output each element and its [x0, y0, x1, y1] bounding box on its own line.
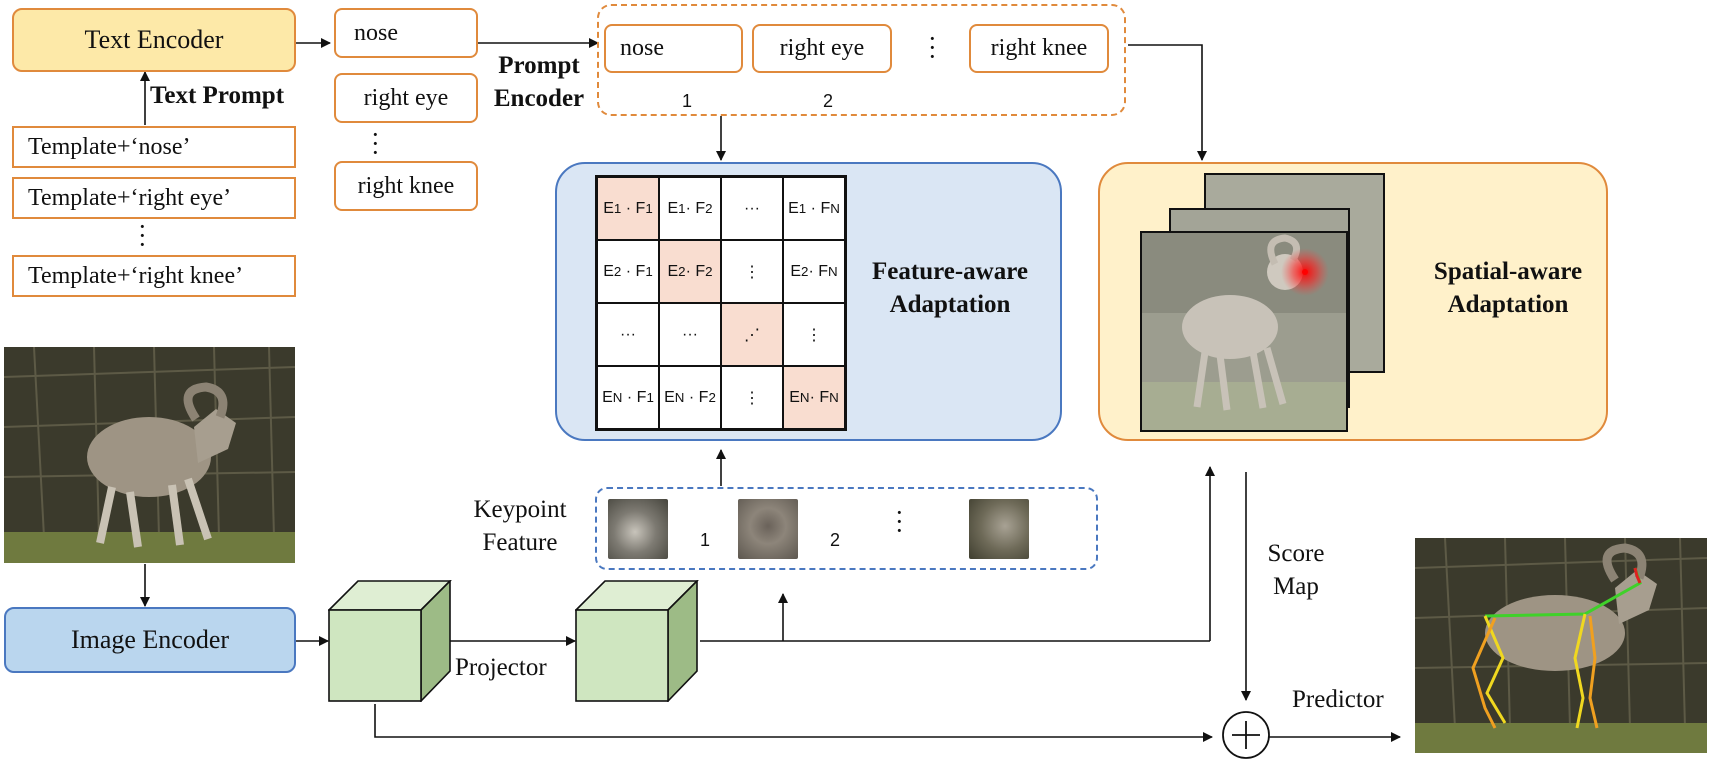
keypoint-feature-container	[595, 487, 1098, 570]
prompt-token-right-eye: right eye	[752, 24, 892, 73]
keypoint-index-2: 2	[830, 530, 841, 550]
keypoint-patch-3	[969, 499, 1029, 559]
keypoint-name-nose: nose	[334, 8, 478, 58]
keypoint-feature-label: Keypoint Feature	[460, 494, 580, 559]
matrix-cell: ⋰	[721, 303, 783, 366]
prompt-encoder-label: Prompt Encoder	[484, 50, 594, 115]
prompt-encoder-line1: Prompt	[498, 52, 580, 79]
score-map-label: Score Map	[1256, 538, 1336, 603]
prompt-tokens-container	[597, 4, 1126, 116]
score-map-line2: Map	[1273, 572, 1319, 600]
feature-cube-2	[575, 580, 699, 702]
template-right-eye: Template+‘right eye’	[12, 177, 296, 219]
prompt-index-2: 2	[823, 91, 834, 111]
spatial-aware-label: Spatial-aware Adaptation	[1408, 256, 1608, 321]
matrix-cell: ···	[659, 303, 721, 366]
feature-aware-line1: Feature-aware	[872, 258, 1028, 285]
keypoint-index-1: 1	[700, 530, 711, 550]
matrix-cell: ···	[597, 303, 659, 366]
keypoint-name-ellipsis: ···	[371, 120, 380, 168]
keypoint-name-right-knee: right knee	[334, 161, 478, 211]
keypoint-feature-ellipsis: ···	[895, 498, 904, 546]
score-map-stack	[1140, 173, 1385, 432]
spatial-aware-line1: Spatial-aware	[1433, 258, 1583, 285]
matrix-cell: ⋮	[783, 303, 845, 366]
keypoint-feature-line1: Keypoint	[473, 496, 567, 523]
text-encoder-label: Text Encoder	[84, 25, 224, 54]
matrix-cell: ⋮	[721, 366, 783, 429]
keypoint-patch-2	[738, 499, 798, 559]
template-ellipsis: ···	[138, 212, 147, 260]
keypoint-feature-line2: Feature	[482, 528, 558, 556]
prompt-token-right-knee: right knee	[969, 24, 1109, 73]
output-image	[1415, 538, 1707, 753]
keypoint-patch-1	[608, 499, 668, 559]
predictor-label: Predictor	[1292, 686, 1384, 713]
image-encoder-label: Image Encoder	[70, 625, 230, 654]
feature-cube-1	[328, 580, 452, 702]
sum-operator-icon	[1222, 711, 1270, 759]
matrix-cell: ⋮	[721, 240, 783, 303]
matrix-cell: ···	[721, 177, 783, 240]
keypoint-name-right-eye: right eye	[334, 73, 478, 123]
prompt-token-nose: nose	[604, 24, 743, 73]
image-encoder-box: Image Encoder	[4, 607, 296, 673]
prompt-token-ellipsis: ···	[928, 24, 937, 72]
feature-aware-line2: Adaptation	[889, 290, 1011, 318]
input-image	[4, 347, 295, 563]
score-map-line1: Score	[1267, 540, 1325, 567]
text-prompt-label: Text Prompt	[150, 82, 285, 109]
prompt-index-1: 1	[682, 91, 693, 111]
feature-aware-label: Feature-aware Adaptation	[850, 256, 1050, 321]
prompt-encoder-line2: Encoder	[493, 84, 585, 112]
text-encoder-box: Text Encoder	[12, 8, 296, 72]
template-right-knee: Template+‘right knee’	[12, 255, 296, 297]
spatial-aware-line2: Adaptation	[1447, 290, 1569, 318]
projector-label: Projector	[455, 654, 547, 681]
template-nose: Template+‘nose’	[12, 126, 296, 168]
